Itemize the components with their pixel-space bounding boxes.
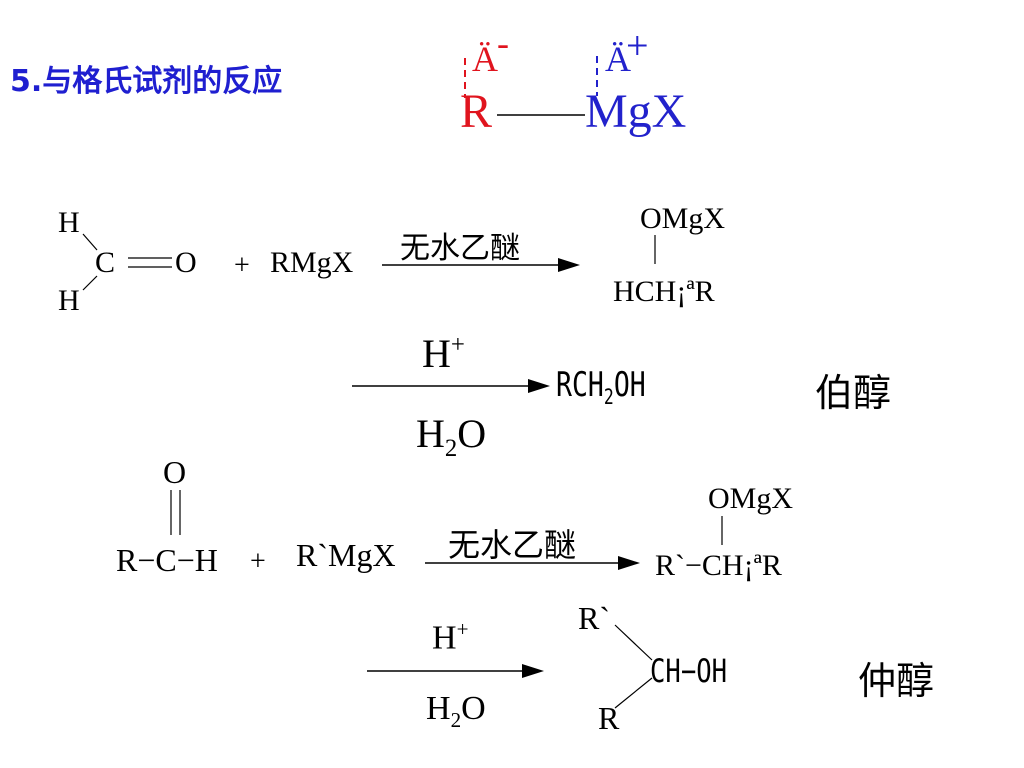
formaldehyde-oxygen: O [175,246,197,279]
step2-water: H2O [426,690,486,732]
r-ch-bond [614,677,653,709]
reaction1-reagent: RMgX [270,246,354,279]
arrow-4-head [522,664,544,678]
product2-omgx: OMgX [708,482,794,515]
reaction2-reagent: R`MgX [296,537,396,573]
arrow-3-head [618,556,640,570]
product2-main: R`−CH¡ªR [655,549,782,582]
secondary-alcohol-rprime: R` [578,600,610,636]
arrow-2-head [528,379,550,393]
r-minus-sign: - [497,23,509,63]
reaction1-plus: + [234,250,250,281]
aldehyde-chain: R−C−H [116,542,218,578]
aldehyde-oxygen: O [163,454,187,490]
secondary-alcohol-center: CH−OH [650,652,728,690]
formaldehyde-h-bottom: H [58,284,80,317]
mgx-symbol: MgX [585,85,687,138]
reaction2-condition: 无水乙醚 [448,527,577,563]
step1-water: H2O [416,411,487,462]
product1-omgx: OMgX [640,202,726,235]
step2-acid: H+ [432,617,469,657]
formaldehyde-h-top: H [58,206,80,239]
product1-main: HCH¡ªR [613,275,715,308]
primary-alcohol-formula: RCH2OH [556,365,646,409]
step1-acid: H+ [422,331,465,376]
r-group-symbol: R [460,85,493,138]
secondary-alcohol-r: R [598,700,620,736]
page-title: 5.与格氏试剂的反应 [10,64,283,99]
primary-alcohol-label: 伯醇 [815,373,892,415]
mg-partial-charge: Ä [605,39,631,79]
mg-plus-sign: + [626,23,649,68]
rprime-ch-bond [614,624,653,661]
formaldehyde-carbon: C [95,246,116,279]
h-c-bond-bottom [82,275,98,291]
arrow-1-head [558,258,580,272]
reaction2-plus: + [250,546,266,577]
h-c-bond-top [82,233,98,251]
r-partial-charge: Ä [472,39,498,79]
reaction1-condition: 无水乙醚 [400,232,520,265]
secondary-alcohol-label: 仲醇 [858,661,935,703]
